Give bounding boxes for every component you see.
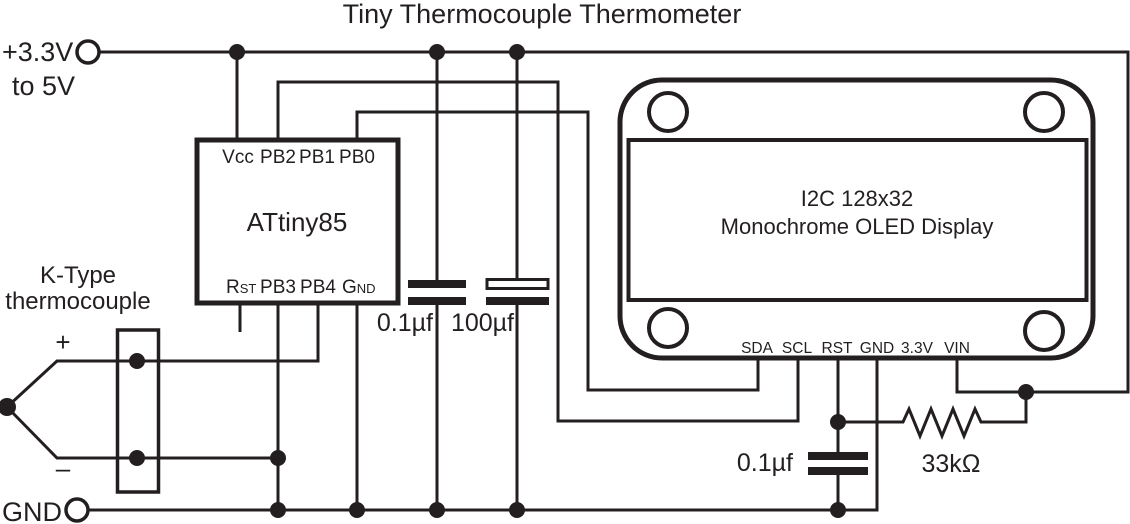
junction-dot xyxy=(229,44,245,60)
junction-dot xyxy=(129,353,145,369)
pb4-thermo-plus-wire xyxy=(5,303,320,409)
oled-title-line2: Monochrome OLED Display xyxy=(721,214,994,239)
junction-dot xyxy=(129,450,145,466)
capacitor-plate xyxy=(486,297,549,305)
capacitor-reset-label: 0.1µf xyxy=(737,449,793,477)
mounting-hole-bottom-left xyxy=(647,307,689,349)
capacitor-plate xyxy=(408,297,466,305)
mounting-hole-bottom-right xyxy=(1023,310,1065,352)
ground-terminal-label: GND xyxy=(2,497,62,524)
thermocouple-connector-block xyxy=(115,328,161,494)
mounting-hole-top-left xyxy=(647,91,689,133)
junction-dot xyxy=(1018,384,1034,400)
chip-pin-pb3: PB3 xyxy=(260,277,296,298)
junction-dot xyxy=(349,502,365,518)
pb0-to-sda-wire xyxy=(355,110,760,392)
mounting-hole-top-right xyxy=(1023,91,1065,133)
thermocouple-plus-label: + xyxy=(55,327,70,357)
thermocouple-minus-label: – xyxy=(56,453,71,483)
oled-screen-outline xyxy=(626,138,1089,302)
junction-dot xyxy=(429,502,445,518)
wires xyxy=(5,50,1130,512)
attiny85-body xyxy=(194,137,401,306)
junction-dots xyxy=(0,44,1034,518)
oled-board-outline xyxy=(617,77,1096,361)
chip-pin-vcc: Vcc xyxy=(222,147,254,168)
thermocouple-label-line1: K-Type xyxy=(40,262,116,289)
resistor-value-label: 33kΩ xyxy=(922,450,981,478)
thermocouple-junction-dot xyxy=(0,398,16,416)
junction-dot xyxy=(509,502,525,518)
oled-pin-vin: VIN xyxy=(944,340,970,357)
capacitor-reset xyxy=(808,452,868,475)
power-terminal-label-line1: +3.3V xyxy=(2,37,73,67)
capacitor-plate xyxy=(808,452,868,460)
chip-pin-rst: RST xyxy=(226,277,256,298)
junction-dot xyxy=(270,502,286,518)
chip-name-label: ATtiny85 xyxy=(247,207,348,237)
chip-pin-rst-main: R xyxy=(226,277,240,298)
junction-dot xyxy=(429,44,445,60)
capacitor-bulk-polarized xyxy=(485,278,550,305)
oled-pin-rst: RST xyxy=(822,340,854,357)
chip-pin-gnd-main: G xyxy=(342,277,357,298)
oled-pin-sda: SDA xyxy=(741,340,774,357)
pb2-to-scl-wire xyxy=(276,80,800,423)
chip-pin-pb1: PB1 xyxy=(299,147,335,168)
chip-pin-rst-sub: ST xyxy=(240,281,257,296)
junction-dot xyxy=(830,502,846,518)
thermocouple-label-line2: thermocouple xyxy=(5,288,150,315)
power-terminal-label-line2: to 5V xyxy=(12,71,75,101)
capacitor-bulk-label: 100µf xyxy=(451,309,514,337)
oled-title-line1: I2C 128x32 xyxy=(801,186,914,211)
power-rail-wire xyxy=(99,50,1130,394)
oled-pin-3v3: 3.3V xyxy=(901,340,934,357)
capacitor-bypass-label: 0.1µf xyxy=(377,309,433,337)
capacitor-plate-positive xyxy=(485,278,550,290)
chip-pin-pb0: PB0 xyxy=(339,147,375,168)
chip-pin-gnd-sub: ND xyxy=(357,281,376,296)
reset-resistor-wire xyxy=(838,392,1028,440)
oled-pin-gnd: GND xyxy=(860,340,894,357)
junction-dot xyxy=(509,44,525,60)
capacitor-plate xyxy=(408,280,466,288)
schematic-title: Tiny Thermocouple Thermometer xyxy=(343,0,742,29)
thermo-minus-wire xyxy=(5,405,278,460)
junction-dot xyxy=(830,414,846,430)
chip-pin-pb2: PB2 xyxy=(260,147,296,168)
oled-display-board xyxy=(617,77,1096,361)
capacitor-bypass xyxy=(408,280,466,305)
power-terminal-circle xyxy=(75,39,101,65)
capacitor-plate xyxy=(808,467,868,475)
ground-terminal-circle xyxy=(64,497,90,523)
oled-pin-scl: SCL xyxy=(782,340,813,357)
junction-dot xyxy=(270,450,286,466)
chip-pin-pb4: PB4 xyxy=(300,277,336,298)
chip-pin-gnd: GND xyxy=(342,277,376,298)
